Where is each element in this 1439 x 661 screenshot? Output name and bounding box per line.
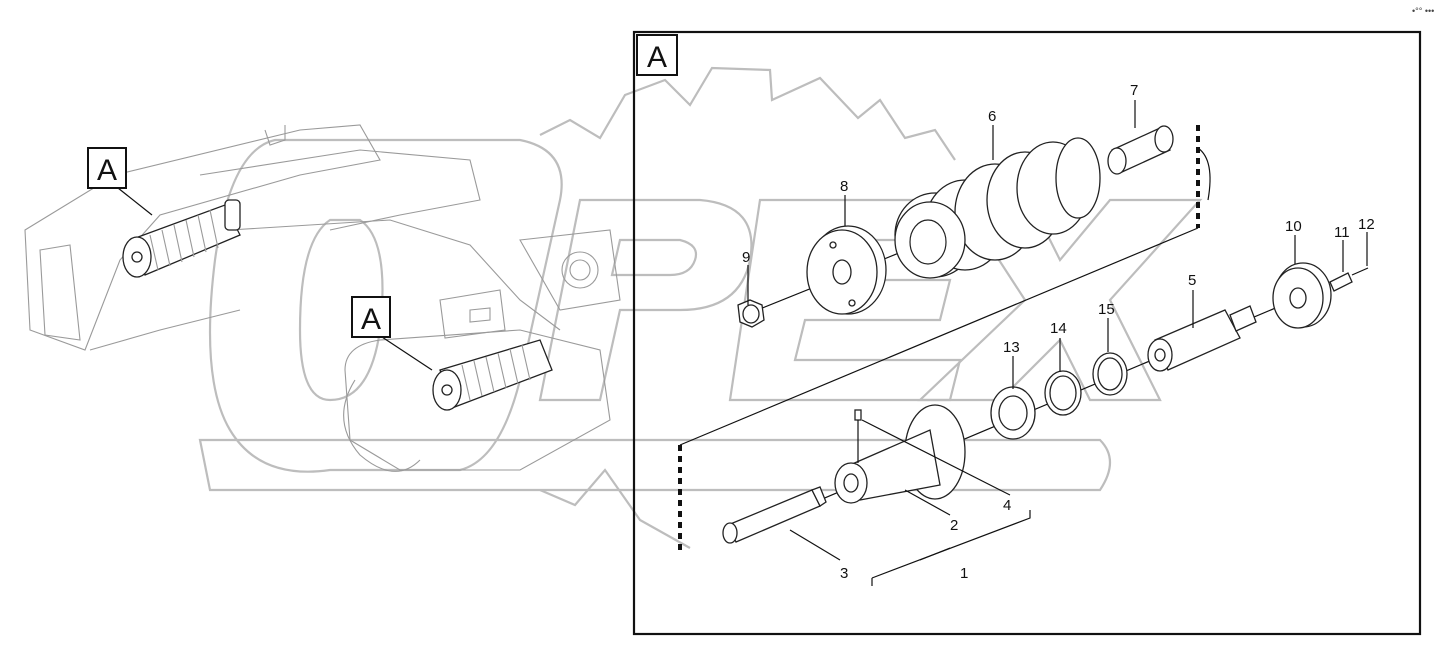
callout-3: 3 [840, 565, 848, 582]
part-15-ring [1092, 352, 1128, 396]
callout-leaders [747, 100, 1368, 586]
callout-labels: 1 2 3 4 5 6 7 8 9 10 11 12 13 14 15 [742, 82, 1375, 582]
callout-7: 7 [1130, 82, 1138, 99]
overview-tag-middle: A [351, 296, 433, 371]
overview-spring-top [122, 199, 241, 278]
part-11-fitting [1329, 272, 1353, 292]
callout-6: 6 [988, 108, 996, 125]
callout-8: 8 [840, 178, 848, 195]
overview-tag-top: A [87, 147, 153, 216]
callout-11: 11 [1334, 224, 1350, 241]
callout-15: 15 [1098, 301, 1115, 318]
part-13-ring [990, 386, 1036, 440]
callout-1: 1 [960, 565, 968, 582]
corner-mark: •°° ••• [1412, 6, 1434, 16]
overview-tag-middle-label: A [361, 303, 381, 336]
callout-12: 12 [1358, 216, 1375, 233]
detail-view: A [632, 30, 1422, 636]
callout-10: 10 [1285, 218, 1302, 235]
callout-14: 14 [1050, 320, 1067, 337]
part-4-grease-nipple [854, 409, 862, 463]
part-14-ring [1044, 370, 1082, 416]
watermark-logo [198, 66, 1203, 549]
callout-4: 4 [1003, 497, 1011, 514]
overview-assembly: A A [24, 124, 621, 472]
part-6-spring [894, 137, 1101, 279]
part-9-nut [737, 299, 765, 328]
part-5-rod [1147, 305, 1257, 372]
part-7-sleeve [1107, 125, 1174, 175]
callout-5: 5 [1188, 272, 1196, 289]
detail-tag-box [636, 34, 678, 76]
part-3-shaft [722, 486, 827, 544]
part-12-pin [1351, 267, 1369, 276]
callout-2: 2 [950, 517, 958, 534]
overview-tag-top-label: A [97, 154, 117, 187]
detail-frame [632, 30, 1422, 636]
callout-13: 13 [1003, 339, 1020, 356]
overview-spring-middle [432, 339, 553, 411]
part-10-plate [1272, 262, 1332, 329]
callout-9: 9 [742, 249, 750, 266]
part-8-plate [806, 225, 887, 315]
detail-tag-label: A [647, 41, 667, 74]
